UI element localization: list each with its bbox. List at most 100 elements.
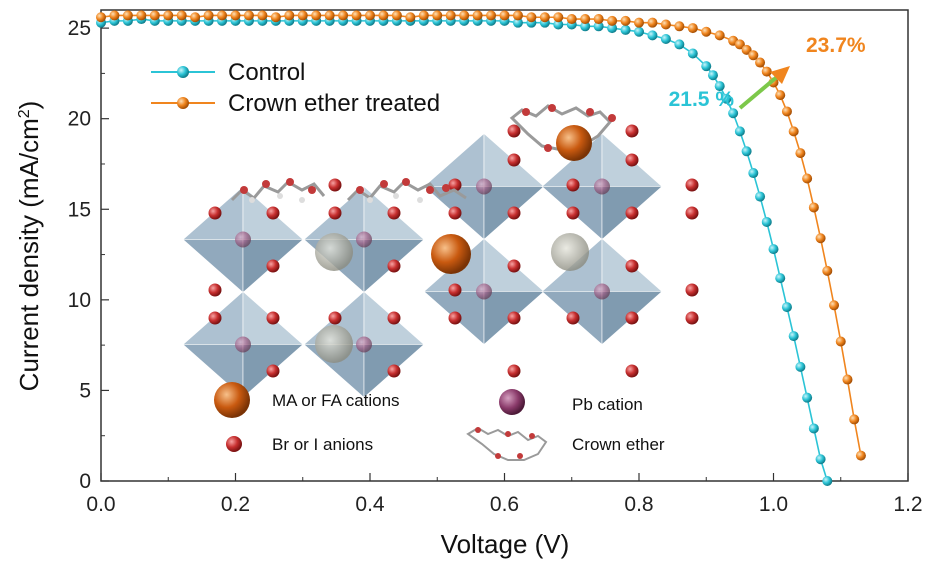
data-point bbox=[620, 15, 631, 26]
anion bbox=[387, 311, 401, 325]
y-axis-title-sup: 2 bbox=[16, 109, 33, 118]
x-tick-label: 0.4 bbox=[355, 493, 385, 516]
data-point bbox=[734, 39, 745, 50]
anion bbox=[328, 206, 342, 220]
y-tick-label: 0 bbox=[79, 470, 91, 493]
data-point bbox=[815, 233, 826, 244]
data-point bbox=[714, 30, 725, 41]
anion bbox=[625, 153, 639, 167]
efficiency-arrow bbox=[738, 74, 780, 110]
crown-ether-molecule bbox=[230, 178, 326, 203]
x-tick-label: 1.0 bbox=[759, 493, 788, 516]
y-tick-label: 10 bbox=[68, 289, 91, 312]
x-axis-title: Voltage (V) bbox=[441, 529, 570, 559]
data-point bbox=[122, 10, 133, 21]
anion bbox=[507, 124, 521, 138]
data-point bbox=[748, 168, 759, 179]
data-point bbox=[721, 93, 732, 104]
legend-marker-crown bbox=[177, 97, 189, 109]
data-point bbox=[788, 126, 799, 137]
data-point bbox=[687, 48, 698, 59]
anion bbox=[387, 364, 401, 378]
inset-legend-ma-fa: MA or FA cations bbox=[272, 391, 400, 410]
data-point bbox=[842, 374, 853, 385]
data-point bbox=[822, 476, 833, 486]
axis-ticks bbox=[100, 27, 909, 482]
anion bbox=[685, 311, 699, 325]
data-point bbox=[526, 12, 537, 23]
data-point bbox=[714, 81, 725, 92]
data-point bbox=[109, 10, 120, 21]
anion bbox=[328, 178, 342, 192]
anion bbox=[208, 283, 222, 297]
data-point bbox=[324, 10, 335, 21]
x-tick-label: 0.8 bbox=[624, 493, 653, 516]
data-point bbox=[499, 10, 510, 21]
data-point bbox=[270, 12, 281, 23]
data-point bbox=[775, 90, 786, 101]
data-point bbox=[553, 19, 564, 30]
octahedron bbox=[423, 132, 545, 241]
data-point bbox=[512, 10, 523, 21]
data-point bbox=[701, 61, 712, 72]
anion bbox=[566, 178, 580, 192]
data-point bbox=[607, 23, 618, 34]
ma-fa-cation-icon bbox=[214, 382, 250, 418]
data-point bbox=[512, 17, 523, 28]
anion bbox=[625, 259, 639, 273]
anion bbox=[266, 364, 280, 378]
data-point bbox=[634, 26, 644, 37]
legend-label-control: Control bbox=[228, 59, 305, 86]
data-point bbox=[580, 14, 591, 25]
data-point bbox=[593, 21, 604, 32]
anion bbox=[266, 206, 280, 220]
anion bbox=[625, 311, 639, 325]
crown-ether-molecule bbox=[346, 178, 467, 203]
data-point bbox=[674, 21, 685, 32]
crown-ether-icon bbox=[466, 426, 548, 461]
data-point bbox=[660, 19, 671, 30]
octahedron bbox=[182, 185, 304, 294]
data-point bbox=[176, 10, 187, 21]
data-point bbox=[755, 57, 766, 68]
legend: Control Crown ether treated bbox=[151, 59, 440, 117]
data-point bbox=[815, 454, 826, 465]
anion bbox=[266, 311, 280, 325]
efficiency-annotations: 21.5 % 23.7% bbox=[669, 34, 866, 111]
data-point bbox=[808, 423, 819, 434]
octahedron bbox=[182, 290, 304, 399]
anion bbox=[448, 178, 462, 192]
data-point bbox=[781, 106, 792, 117]
data-point bbox=[190, 12, 201, 23]
y-tick-label: 15 bbox=[68, 198, 91, 221]
anion bbox=[507, 259, 521, 273]
data-point bbox=[607, 15, 618, 26]
data-point bbox=[257, 10, 268, 21]
legend-marker-control bbox=[177, 66, 189, 78]
data-point bbox=[849, 414, 860, 425]
data-point bbox=[149, 10, 160, 21]
inset-legend-pb: Pb cation bbox=[572, 395, 643, 414]
x-tick-label: 0.2 bbox=[221, 493, 250, 516]
a-site-cation bbox=[315, 233, 353, 271]
data-point bbox=[445, 10, 456, 21]
data-point bbox=[829, 300, 840, 311]
data-point bbox=[755, 191, 766, 202]
perovskite-structure-illustration: MA or FA cations Pb cation Br or I anion… bbox=[182, 104, 699, 461]
x-tick-label: 0.6 bbox=[490, 493, 519, 516]
anion bbox=[685, 283, 699, 297]
data-point bbox=[96, 12, 106, 23]
data-point bbox=[788, 331, 799, 342]
data-point bbox=[432, 10, 443, 21]
data-point bbox=[647, 17, 658, 28]
data-point bbox=[768, 244, 779, 255]
anion bbox=[448, 283, 462, 297]
data-point bbox=[230, 10, 241, 21]
data-point bbox=[660, 33, 671, 44]
anion bbox=[208, 206, 222, 220]
data-point bbox=[351, 10, 362, 21]
efficiency-label-crown: 23.7% bbox=[806, 34, 866, 57]
data-point bbox=[472, 10, 483, 21]
